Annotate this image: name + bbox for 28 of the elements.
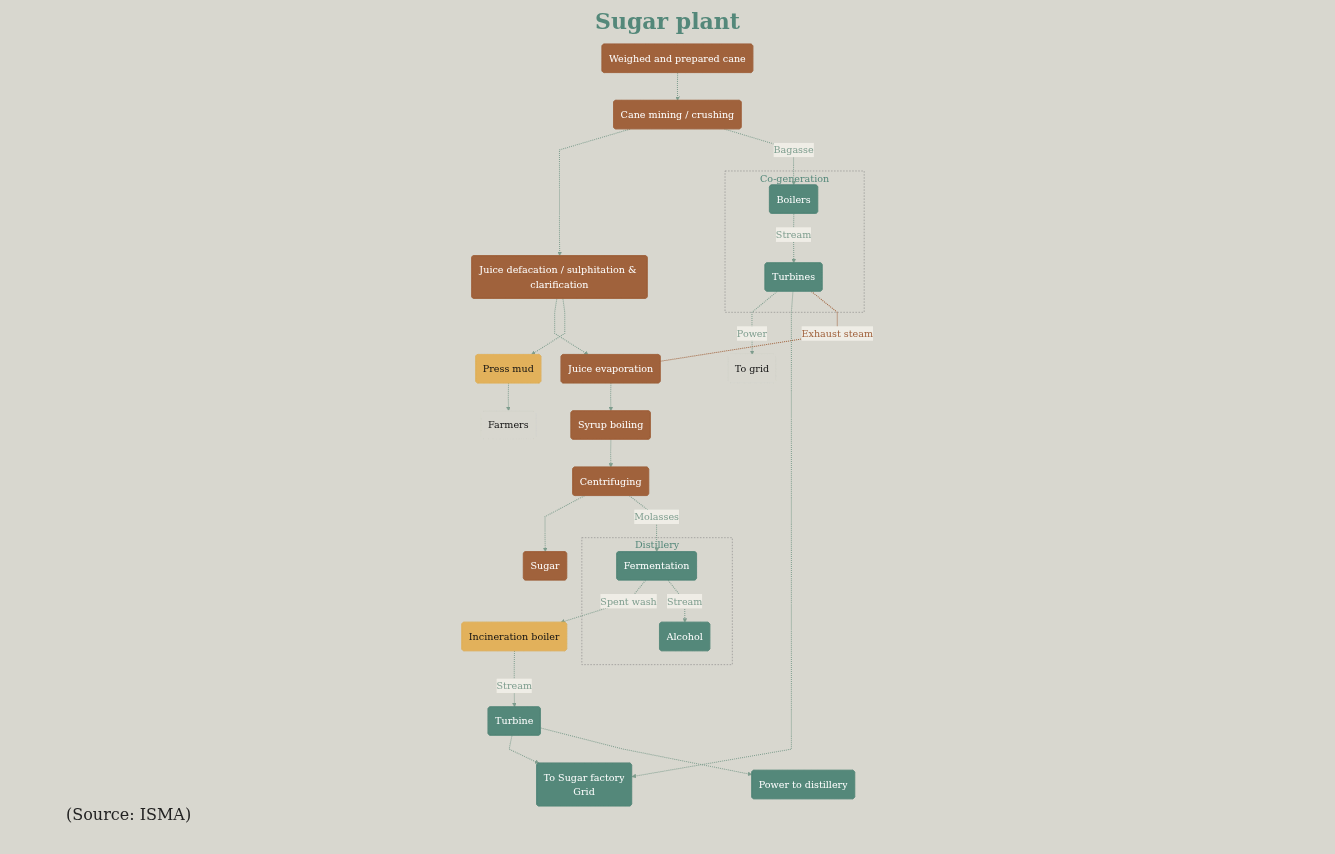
edge-label: Spent wash — [600, 595, 657, 607]
edge-label: Molasses — [634, 510, 680, 523]
edge-label: Stream — [496, 680, 533, 692]
arrow — [554, 298, 589, 355]
arrow — [531, 298, 566, 355]
node-text: To grid — [734, 363, 770, 375]
edge-label: Stream — [775, 228, 812, 240]
edge-label: Stream — [666, 595, 703, 607]
arrow — [791, 213, 797, 264]
column-heading: Sugar plant — [594, 8, 741, 34]
arrow — [675, 72, 680, 101]
arrow — [540, 727, 753, 776]
arrow — [506, 382, 511, 412]
arrow — [508, 735, 540, 764]
arrow — [608, 439, 614, 468]
arrow — [512, 650, 517, 708]
edge-label: Power — [736, 327, 768, 339]
node-text: Farmers — [488, 419, 529, 431]
edge-label: Bagasse — [773, 144, 814, 156]
arrow — [543, 495, 585, 552]
arrow — [557, 128, 631, 256]
source-note: (Source: ISMA) — [66, 805, 192, 824]
arrow — [608, 382, 614, 412]
edge-label: Exhaust steam — [801, 327, 874, 339]
arrow — [631, 291, 794, 779]
arrow — [667, 579, 688, 623]
connector — [660, 291, 838, 362]
arrow — [629, 495, 660, 552]
